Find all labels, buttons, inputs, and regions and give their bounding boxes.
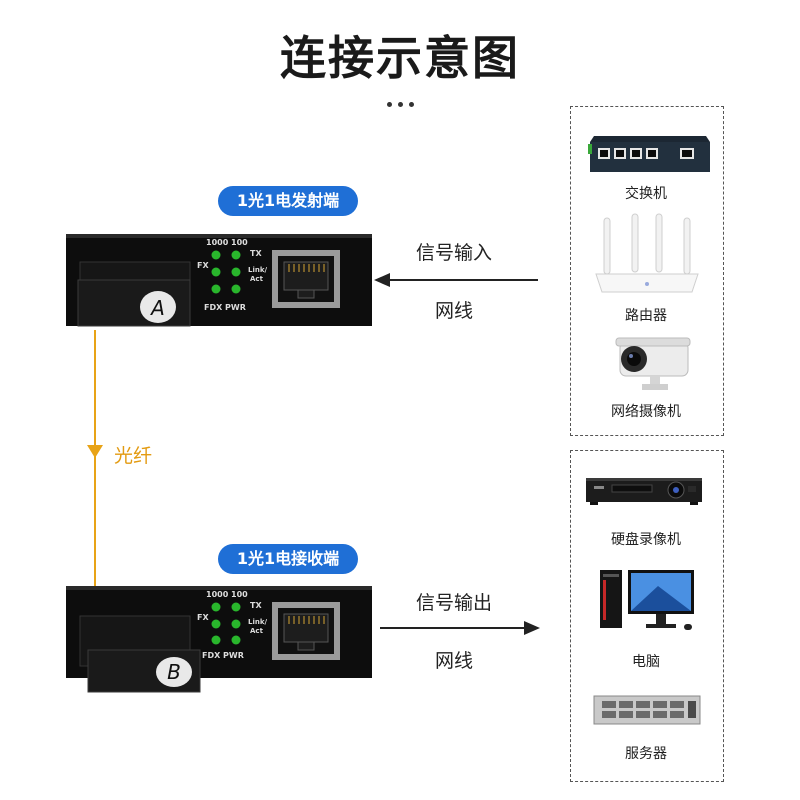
device-label-router: 路由器 bbox=[625, 308, 667, 324]
svg-text:FDX PWR: FDX PWR bbox=[202, 651, 244, 660]
ip-camera-icon bbox=[612, 336, 692, 396]
svg-text:TX: TX bbox=[250, 601, 262, 610]
transmitter-label: 1光1电发射端 bbox=[218, 186, 358, 216]
svg-text:Act: Act bbox=[250, 275, 264, 283]
signal-input-label: 信号输入 bbox=[415, 242, 492, 264]
svg-text:Act: Act bbox=[250, 627, 264, 635]
led-fdx bbox=[211, 635, 221, 645]
fiber-arrow-icon bbox=[87, 444, 103, 463]
device-label-nvr: 硬盘录像机 bbox=[611, 532, 681, 548]
input-cable-label: 网线 bbox=[434, 300, 473, 322]
network-switch-icon bbox=[588, 126, 712, 184]
svg-text:FDX PWR: FDX PWR bbox=[204, 303, 246, 312]
output-arrow-icon bbox=[380, 618, 540, 642]
led-fdx bbox=[211, 284, 221, 294]
led-1000 bbox=[211, 602, 221, 612]
nvr-icon bbox=[584, 474, 704, 512]
output-devices-panel bbox=[570, 450, 724, 782]
svg-text:TX: TX bbox=[250, 249, 262, 258]
led-fx bbox=[211, 619, 221, 629]
receiver-badge: B bbox=[167, 660, 181, 684]
svg-text:FX: FX bbox=[197, 261, 209, 270]
page-title: 连接示意图 bbox=[280, 31, 520, 85]
transmitter-device: A 1000 100 TX FX Link/ Act FDX PWR bbox=[66, 228, 372, 332]
output-cable-label: 网线 bbox=[434, 650, 473, 672]
device-label-camera: 网络摄像机 bbox=[611, 404, 681, 420]
receiver-device: B 1000 100 TX FX Link/ Act FDX PWR bbox=[66, 584, 372, 694]
led-fx bbox=[211, 267, 221, 277]
transmitter-badge: A bbox=[149, 296, 165, 320]
svg-text:1000 100: 1000 100 bbox=[206, 590, 248, 599]
led-link bbox=[231, 619, 241, 629]
svg-text:FX: FX bbox=[197, 613, 209, 622]
device-label-server: 服务器 bbox=[625, 746, 667, 762]
rack-server-icon bbox=[592, 692, 702, 732]
svg-text:Link/: Link/ bbox=[248, 266, 267, 274]
led-tx bbox=[231, 602, 241, 612]
led-tx bbox=[231, 250, 241, 260]
led-link bbox=[231, 267, 241, 277]
led-pwr bbox=[231, 284, 241, 294]
fiber-label: 光纤 bbox=[114, 445, 153, 467]
svg-text:Link/: Link/ bbox=[248, 618, 267, 626]
signal-output-label: 信号输出 bbox=[415, 592, 492, 614]
input-arrow-icon bbox=[374, 270, 540, 294]
receiver-label: 1光1电接收端 bbox=[218, 544, 358, 574]
router-icon bbox=[592, 212, 702, 300]
device-label-computer: 电脑 bbox=[632, 654, 660, 670]
svg-text:1000 100: 1000 100 bbox=[206, 238, 248, 247]
desktop-computer-icon bbox=[598, 566, 698, 640]
led-1000 bbox=[211, 250, 221, 260]
device-label-switch: 交换机 bbox=[625, 186, 667, 202]
title-dots bbox=[380, 92, 420, 111]
led-pwr bbox=[231, 635, 241, 645]
